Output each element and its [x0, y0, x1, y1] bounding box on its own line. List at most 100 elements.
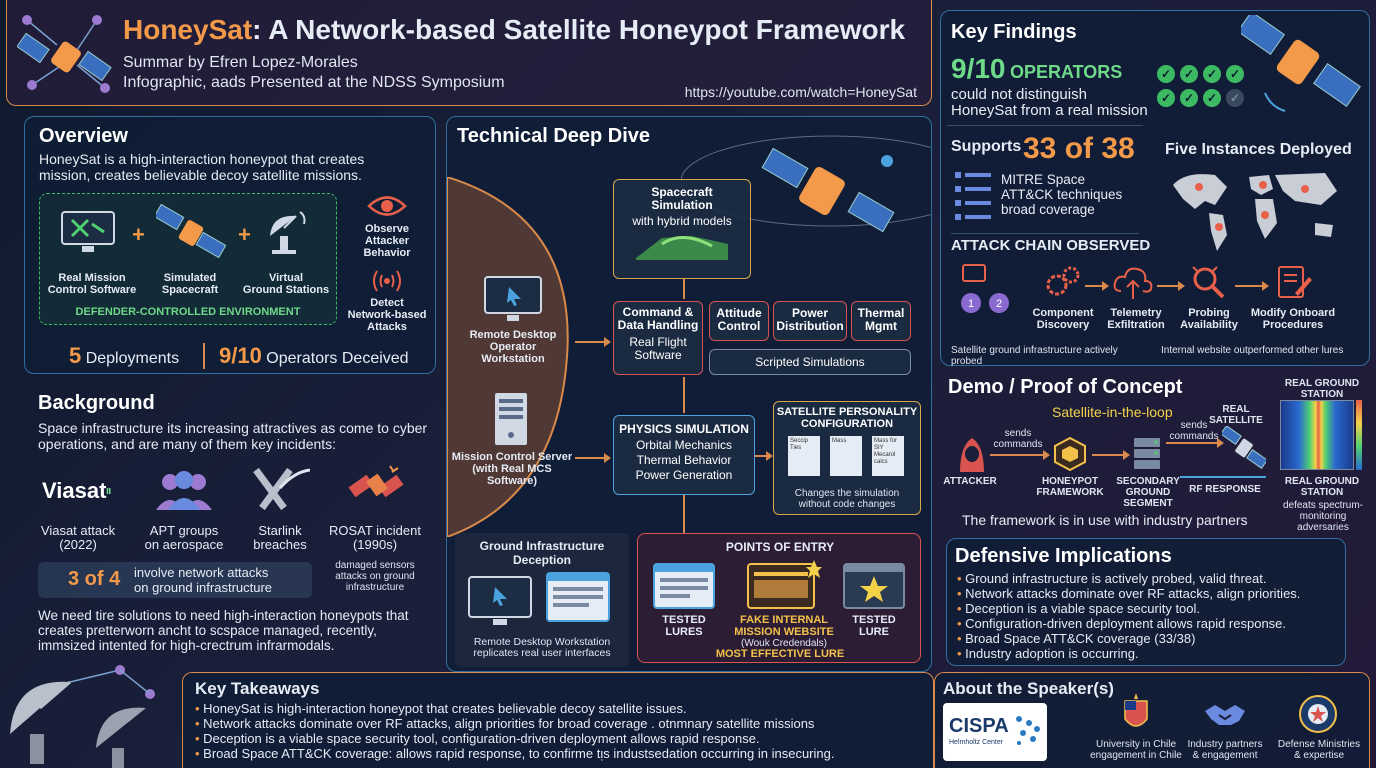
flow-arrow — [990, 450, 1050, 460]
personality-note: Changes the simulation without code chan… — [794, 488, 900, 510]
attacker-label: ATTACKER — [943, 476, 997, 487]
takeaway-item: Broad Space ATT&CK coverage: allows rapi… — [195, 746, 925, 761]
browser-window-icon — [545, 571, 611, 628]
defensive-title: Defensive Implications — [955, 545, 1172, 567]
config-doc-1: Seccip Ties — [788, 436, 820, 476]
gears-icon — [1043, 265, 1083, 306]
rgs-bottom-label: REAL GROUND STATION — [1284, 476, 1360, 498]
detect-label: Detect Network-based Attacks — [347, 297, 427, 333]
defensive-item: Deception is a viable space security too… — [957, 601, 1343, 616]
ground-deception-section: Ground Infrastructure Deception Remote D… — [455, 533, 629, 667]
plus-icon: + — [238, 222, 251, 247]
video-link[interactable]: https://youtube.com/watch=HoneySat — [684, 84, 917, 100]
workstation-monitor-icon — [481, 275, 545, 330]
cispa-logo: CISPA Helmholtz Center — [943, 703, 1047, 761]
item-sim-spacecraft: Simulated Spacecraft — [161, 272, 219, 296]
note-probed: Satellite ground infrastructure actively… — [951, 345, 1118, 367]
starlink-x-icon — [250, 466, 311, 517]
hacker-icon — [954, 434, 990, 479]
remote-desktop-icon — [467, 575, 533, 634]
env-label: DEFENDER-CONTROLLED ENVIRONMENT — [75, 306, 301, 318]
most-effective-label: MOST EFFECTIVE LURE — [715, 648, 845, 660]
deep-dive-panel: Technical Deep Dive Remote Desktop Opera… — [446, 116, 932, 672]
university-crest-icon — [1124, 693, 1148, 727]
background-conclusion: We need tire solutions to need high-inte… — [38, 608, 409, 653]
alert-signal-icon — [371, 267, 403, 300]
chain-step-3: Probing Availability — [1180, 307, 1238, 331]
takeaways-title: Key Takeaways — [195, 679, 320, 698]
overview-title: Overview — [39, 125, 128, 147]
network-arc — [447, 177, 569, 537]
key-findings-panel: Key Findings 9/10 OPERATORS could not di… — [940, 10, 1370, 367]
simulation-terrain-icon — [636, 236, 728, 260]
apt-group-icon — [152, 468, 216, 517]
aff-university: University in Chile engagement in Chile — [1090, 739, 1182, 761]
background-section: Background Space infrastructure its incr… — [24, 382, 436, 672]
deep-dive-title: Technical Deep Dive — [457, 125, 651, 147]
venue-line: Infographic, aads Presented at the NDSS … — [123, 74, 505, 91]
attack-chain-title: ATTACK CHAIN OBSERVED — [951, 237, 1151, 254]
weak-credentials-label: (Wouk Credendals) — [741, 638, 827, 649]
points-of-entry-box: POINTS OF ENTRY TESTED LURES FAKE INTERN… — [637, 533, 921, 663]
item-virtual-gs: Virtual Ground Stations — [242, 272, 330, 296]
defensive-item: Configuration-driven deployment allows r… — [957, 616, 1343, 631]
list-icon — [955, 172, 991, 220]
defensive-item: Network attacks dominate over RF attacks… — [957, 586, 1343, 601]
check-icon: ✓ — [1157, 89, 1175, 107]
chain-arrow — [1085, 281, 1109, 291]
chain-arrow — [1235, 281, 1269, 291]
flow-arrow — [1166, 438, 1224, 448]
check-icon: ✓ — [1203, 89, 1221, 107]
tested-lure-label: TESTED LURE — [852, 614, 896, 638]
fake-website-icon — [746, 558, 822, 615]
operators-desc: could not distinguish HoneySat from a re… — [951, 86, 1148, 119]
mcs-label: Mission Control Server (with Real MCS So… — [451, 451, 573, 487]
scripted-sim-box: Scripted Simulations — [709, 349, 911, 375]
note-website: Internal website outperformed other lure… — [1161, 345, 1344, 356]
supports-section: Supports 33 of 38 MITRE Space ATT&CK tec… — [947, 125, 1143, 233]
defensive-list: Ground infrastructure is actively probed… — [957, 571, 1343, 661]
monitor-icon — [58, 210, 118, 261]
check-icon: ✓ — [1203, 65, 1221, 83]
chain-step-2: Telemetry Exfiltration — [1107, 307, 1165, 331]
author-line: Summar by Efren Lopez-Morales — [123, 54, 358, 71]
page-title: HoneySat: A Network-based Satellite Hone… — [123, 14, 905, 46]
rf-response-label: RF RESPONSE — [1189, 484, 1261, 495]
header-panel: HoneySat: A Network-based Satellite Hone… — [6, 0, 932, 106]
divider — [203, 343, 205, 369]
chain-step-numbers-icon: 1 2 — [961, 264, 1009, 313]
overview-panel: Overview HoneySat is a high-interaction … — [24, 116, 436, 374]
operators-stat: 9/10 OPERATORS — [951, 53, 1123, 84]
eye-icon — [367, 193, 407, 224]
demo-subtitle: Satellite-in-the-loop — [1052, 404, 1173, 420]
rf-line — [1180, 476, 1266, 478]
incident-rosat: ROSAT incident (1990s) — [328, 523, 421, 552]
takeaway-item: HoneySat is high-interaction honeypot th… — [195, 701, 925, 716]
cispa-mark-icon — [1016, 716, 1040, 745]
config-doc-2: Mass — [830, 436, 862, 476]
handshake-icon — [1205, 705, 1245, 725]
defender-env-box: + + Real Mission Control Software Simula… — [39, 193, 337, 325]
overview-desc: HoneySat is a high-interaction honeypot … — [39, 151, 365, 183]
edit-document-icon — [1275, 263, 1313, 306]
defensive-item: Ground infrastructure is actively probed… — [957, 571, 1343, 586]
check-icon: ✓ — [1157, 65, 1175, 83]
rgs-top-label: REAL GROUND STATION — [1284, 378, 1360, 400]
incident-viasat: Viasat attack (2022) — [40, 523, 116, 552]
flow-line — [683, 279, 685, 299]
viasat-logo: Viasatᶥᶥ — [42, 478, 111, 503]
svg-text:2: 2 — [996, 298, 1002, 310]
sends-label-2: sends commands — [1169, 420, 1219, 442]
real-satellite-label: REAL SATELLITE — [1209, 404, 1263, 426]
cloud-upload-icon — [1113, 263, 1153, 306]
power-box: Power Distribution — [773, 301, 847, 341]
incident-apt: APT groups on aerospace — [144, 523, 224, 552]
speaker-title: About the Speaker(s) — [943, 679, 1114, 698]
demo-section: Demo / Proof of Concept Satellite-in-the… — [940, 370, 1370, 533]
satellite-icon — [153, 203, 227, 265]
check-icon: ✓ — [1180, 89, 1198, 107]
dish-antennas-icon — [10, 665, 155, 768]
item-real-mission: Real Mission Control Software — [47, 272, 137, 296]
magnifier-icon — [1189, 263, 1229, 306]
divider — [951, 233, 1139, 234]
